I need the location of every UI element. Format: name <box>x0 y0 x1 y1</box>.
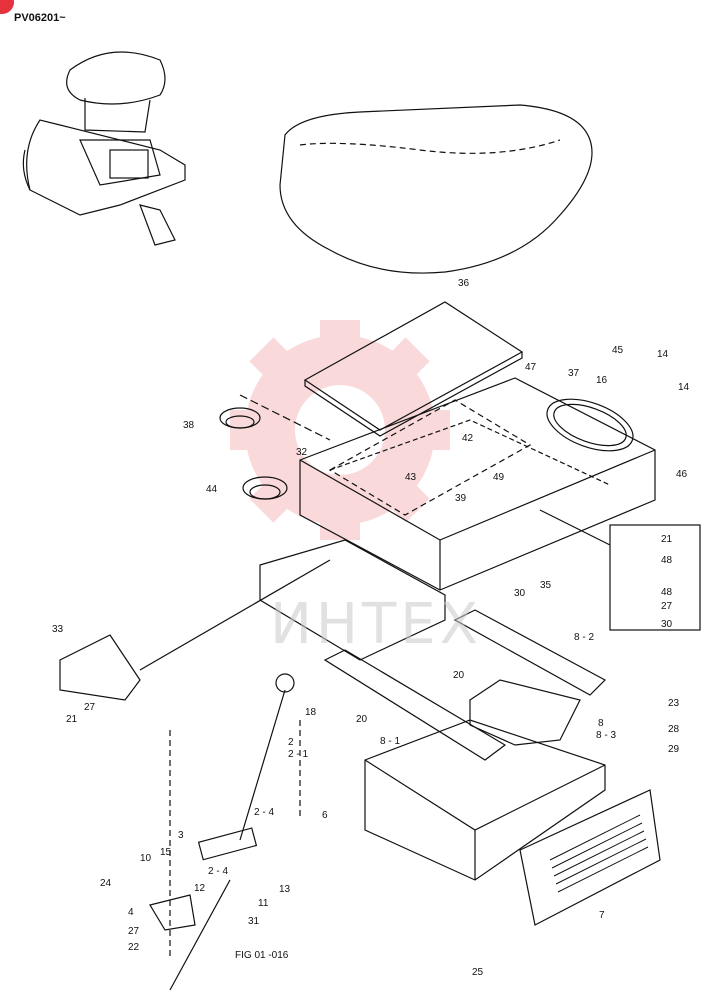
part-label-30a: 30 <box>514 588 526 599</box>
part-label-15: 15 <box>160 847 172 858</box>
part-label-36: 36 <box>458 278 470 289</box>
part-label-39: 39 <box>455 493 467 504</box>
part-label-2-4b: 2 - 4 <box>208 866 228 877</box>
line-art <box>22 51 701 991</box>
part-label-8-1: 8 - 1 <box>380 736 400 747</box>
part-label-8-2: 8 - 2 <box>574 632 594 643</box>
part-6-housing <box>364 719 606 881</box>
part-label-27a: 27 <box>661 601 673 612</box>
machine-overview-thumbnail <box>22 51 186 246</box>
part-label-49: 49 <box>493 472 505 483</box>
part-label-6: 6 <box>322 810 328 821</box>
part-label-22: 22 <box>128 942 140 953</box>
part-label-20b: 20 <box>356 714 368 725</box>
part-label-21a: 21 <box>661 534 673 545</box>
part-label-43: 43 <box>405 472 417 483</box>
watermark-gear-icon <box>230 320 450 540</box>
part-label-2: 2 <box>288 737 294 748</box>
part-label-48a: 48 <box>661 555 673 566</box>
part-label-14a: 14 <box>657 349 669 360</box>
part-label-38: 38 <box>183 420 195 431</box>
part-label-10: 10 <box>140 853 152 864</box>
part-7-cover <box>519 789 661 926</box>
part-label-47: 47 <box>525 362 537 373</box>
part-label-11: 11 <box>258 898 269 909</box>
part-label-13: 13 <box>279 884 291 895</box>
part-label-20a: 20 <box>453 670 465 681</box>
part-18-knob <box>275 673 295 693</box>
part-label-12: 12 <box>194 883 206 894</box>
part-8-1-rail <box>323 649 507 761</box>
part-label-46: 46 <box>676 469 688 480</box>
part-label-4: 4 <box>128 907 134 918</box>
part-label-7: 7 <box>599 910 605 921</box>
part-label-27b: 27 <box>84 702 96 713</box>
part-label-21b: 21 <box>66 714 78 725</box>
part-label-37: 37 <box>568 368 580 379</box>
part-label-16: 16 <box>596 375 608 386</box>
part-8-frame <box>469 679 581 746</box>
figure-reference: FIG 01 -016 <box>235 950 289 961</box>
part-label-35: 35 <box>540 580 552 591</box>
part-label-45: 45 <box>612 345 624 356</box>
part-label-31: 31 <box>248 916 260 927</box>
part-label-29: 29 <box>668 744 680 755</box>
part-label-8: 8 <box>598 718 604 729</box>
part-8-2-rail <box>453 609 606 696</box>
part-32-tray <box>328 399 532 516</box>
part-label-25: 25 <box>472 967 484 978</box>
part-label-32: 32 <box>296 447 308 458</box>
seat-cushion <box>279 104 593 274</box>
part-2-lever <box>239 689 286 841</box>
part-label-3: 3 <box>178 830 184 841</box>
part-label-33: 33 <box>52 624 64 635</box>
part-label-30b: 30 <box>661 619 673 630</box>
part-label-27c: 27 <box>128 926 140 937</box>
part-label-28: 28 <box>668 724 680 735</box>
part-label-48b: 48 <box>661 587 673 598</box>
detail-inset <box>609 524 701 631</box>
part-label-42: 42 <box>462 433 474 444</box>
part-label-23: 23 <box>668 698 680 709</box>
part-label-18: 18 <box>305 707 317 718</box>
part-label-8-3: 8 - 3 <box>596 730 616 741</box>
part-label-2-4a: 2 - 4 <box>254 807 274 818</box>
part-37-gasket <box>546 398 634 452</box>
part-label-44: 44 <box>206 484 218 495</box>
watermark-text: ИНТЕХ <box>270 592 482 657</box>
part-label-24: 24 <box>100 878 112 889</box>
part-label-2-1: 2 - 1 <box>288 749 308 760</box>
part-label-14b: 14 <box>678 382 690 393</box>
serial-range: PV06201~ <box>14 12 66 24</box>
part-33-bracket <box>59 634 141 701</box>
part-46-box <box>299 377 656 591</box>
